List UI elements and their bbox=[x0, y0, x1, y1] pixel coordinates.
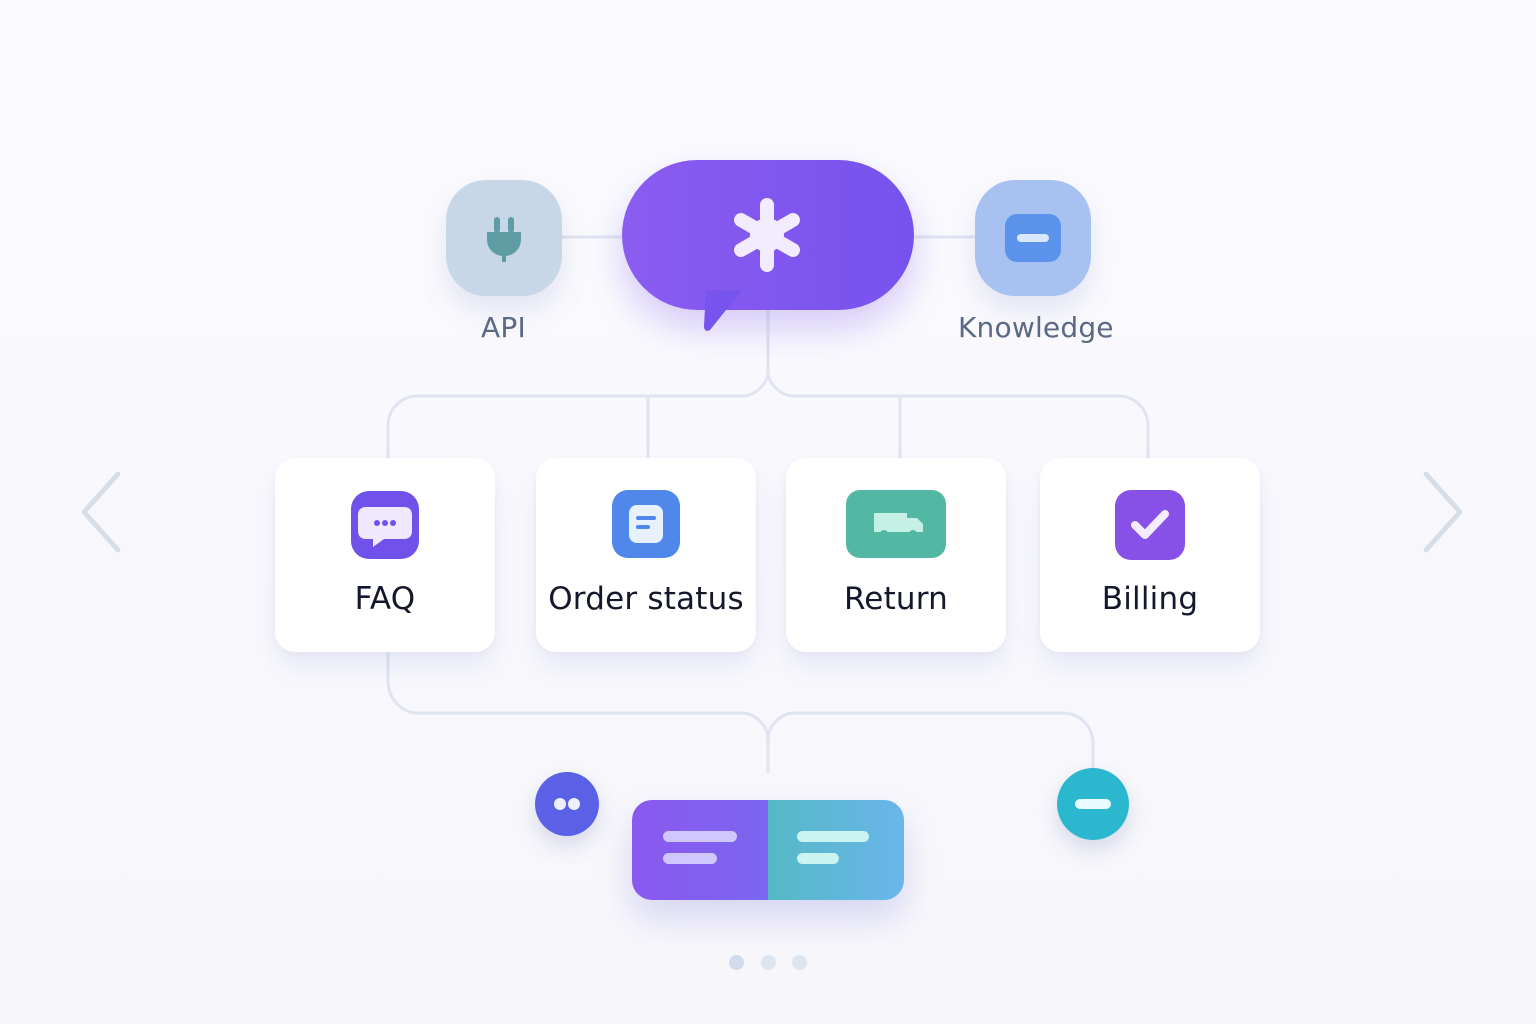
panel-line bbox=[797, 831, 869, 842]
minus-node[interactable] bbox=[1057, 768, 1129, 840]
pagination-dot-3[interactable] bbox=[792, 954, 807, 970]
chevron-left-icon[interactable] bbox=[76, 468, 134, 556]
response-panel-right bbox=[768, 800, 904, 900]
faq-card[interactable]: FAQ bbox=[275, 458, 495, 652]
api-label: API bbox=[481, 311, 526, 344]
faq-label: FAQ bbox=[354, 581, 416, 617]
order-status-icon-wrap bbox=[611, 489, 681, 559]
document-icon bbox=[612, 490, 680, 558]
central-chatbot-node[interactable] bbox=[622, 160, 914, 344]
knowledge-node[interactable] bbox=[975, 180, 1091, 296]
order-status-card[interactable]: Order status bbox=[536, 458, 756, 652]
panel-line bbox=[663, 831, 737, 842]
truck-icon bbox=[846, 490, 946, 558]
minus-icon bbox=[1075, 799, 1111, 809]
asterisk-icon bbox=[734, 198, 800, 272]
check-icon bbox=[1115, 490, 1185, 560]
plug-icon bbox=[487, 217, 521, 262]
billing-card[interactable]: Billing bbox=[1040, 458, 1260, 652]
pagination-dot-1[interactable] bbox=[729, 954, 744, 970]
panel-line bbox=[663, 853, 717, 864]
response-panel bbox=[632, 800, 904, 900]
pagination-dot-2[interactable] bbox=[760, 954, 776, 970]
knowledge-label: Knowledge bbox=[958, 311, 1114, 344]
chat-icon bbox=[351, 491, 419, 559]
return-card[interactable]: Return bbox=[786, 458, 1006, 652]
response-panel-left bbox=[632, 800, 768, 900]
return-icon-wrap bbox=[845, 489, 947, 559]
billing-label: Billing bbox=[1101, 581, 1199, 617]
chat-bubble-tail bbox=[704, 290, 742, 331]
api-node[interactable] bbox=[446, 180, 562, 296]
order-status-label: Order status bbox=[548, 581, 744, 617]
two-dots-icon bbox=[554, 798, 580, 810]
knowledge-box-icon bbox=[1005, 214, 1061, 262]
chevron-right-icon[interactable] bbox=[1410, 468, 1468, 556]
panel-line bbox=[797, 853, 839, 864]
return-label: Return bbox=[843, 581, 949, 617]
billing-icon-wrap bbox=[1114, 489, 1186, 561]
faq-icon-wrap bbox=[349, 489, 421, 561]
dots-node[interactable] bbox=[535, 772, 599, 836]
pagination-dots[interactable] bbox=[729, 954, 807, 970]
